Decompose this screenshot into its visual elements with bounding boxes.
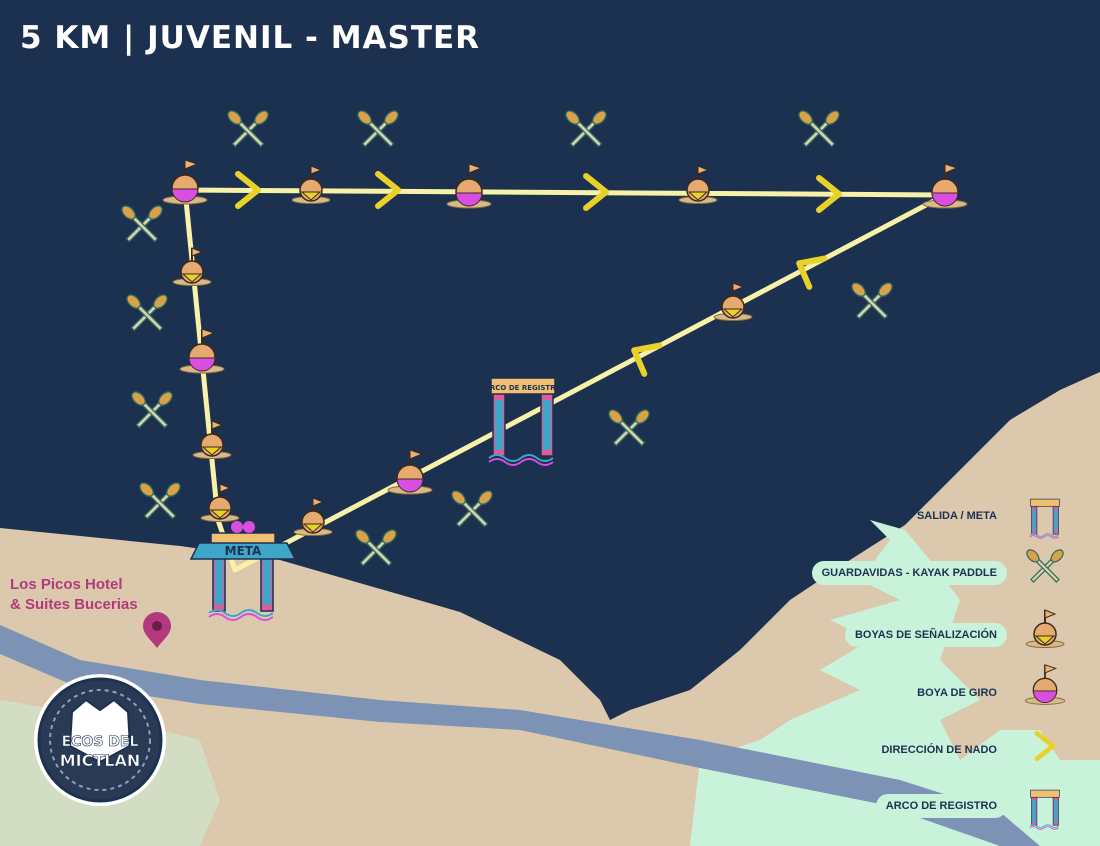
- signal-buoy-icon: [293, 497, 333, 537]
- kayak-paddle-icon: [118, 202, 166, 245]
- signal-buoy-icon: [200, 483, 240, 523]
- signal-buoy-icon: [291, 165, 331, 205]
- turn-buoy-icon: [162, 159, 208, 205]
- meta-label: META: [225, 544, 262, 558]
- map-title: 5 KM | JUVENIL - MASTER: [20, 20, 481, 56]
- hotel-name-line2: & Suites Bucerias: [10, 596, 138, 613]
- legend-boyas-senalizacion: BOYAS DE SEÑALIZACIÓN: [844, 623, 1007, 647]
- kayak-paddle-icon: [352, 526, 400, 569]
- kayak-paddle-icon: [605, 406, 653, 449]
- hotel-label: Los Picos Hotel & Suites Bucerias: [10, 575, 210, 615]
- registration-arch-label: ARCO DE REGISTRO: [484, 384, 561, 392]
- swim-route: [182, 187, 948, 573]
- kayak-paddle-icon: [123, 291, 171, 334]
- signal-buoy-icon: [678, 165, 718, 205]
- turn-buoy-icon: [446, 163, 492, 209]
- location-pin-icon: [143, 612, 171, 648]
- kayak-paddle-icon: [224, 107, 272, 150]
- kayak-paddle-icon: [128, 388, 176, 431]
- kayak-paddle-icon: [354, 107, 402, 150]
- legend-arco-registro: ARCO DE REGISTRO: [875, 794, 1007, 818]
- logo-line1: ECOS DEL: [62, 734, 139, 750]
- legend-guardavidas: GUARDAVIDAS - KAYAK PADDLE: [811, 561, 1007, 585]
- kayak-paddle-icon: [848, 279, 896, 322]
- turn-buoy-icon: [179, 328, 225, 374]
- kayak-paddle-icon: [562, 107, 610, 150]
- kayak-paddle-icon: [795, 107, 843, 150]
- registration-arch: ARCO DE REGISTRO: [484, 377, 562, 466]
- legend-salida-meta: SALIDA / META: [916, 510, 997, 522]
- kayak-paddle-icon: [448, 487, 496, 530]
- signal-buoy-icon: [192, 420, 232, 460]
- legend-boya-giro: BOYA DE GIRO: [917, 687, 997, 699]
- start-finish-arch: META: [189, 521, 297, 621]
- logo-line2: MICTLAN: [60, 751, 141, 770]
- hotel-name-line1: Los Picos Hotel: [10, 576, 123, 593]
- kayak-paddle-icon: [136, 479, 184, 522]
- ecos-del-mictlan-logo: ECOS DEL MICTLAN: [34, 674, 166, 806]
- legend-direccion-nado: DIRECCIÓN DE NADO: [881, 744, 997, 756]
- signal-buoy-icon: [172, 247, 212, 287]
- turn-buoy-icon: [922, 163, 968, 209]
